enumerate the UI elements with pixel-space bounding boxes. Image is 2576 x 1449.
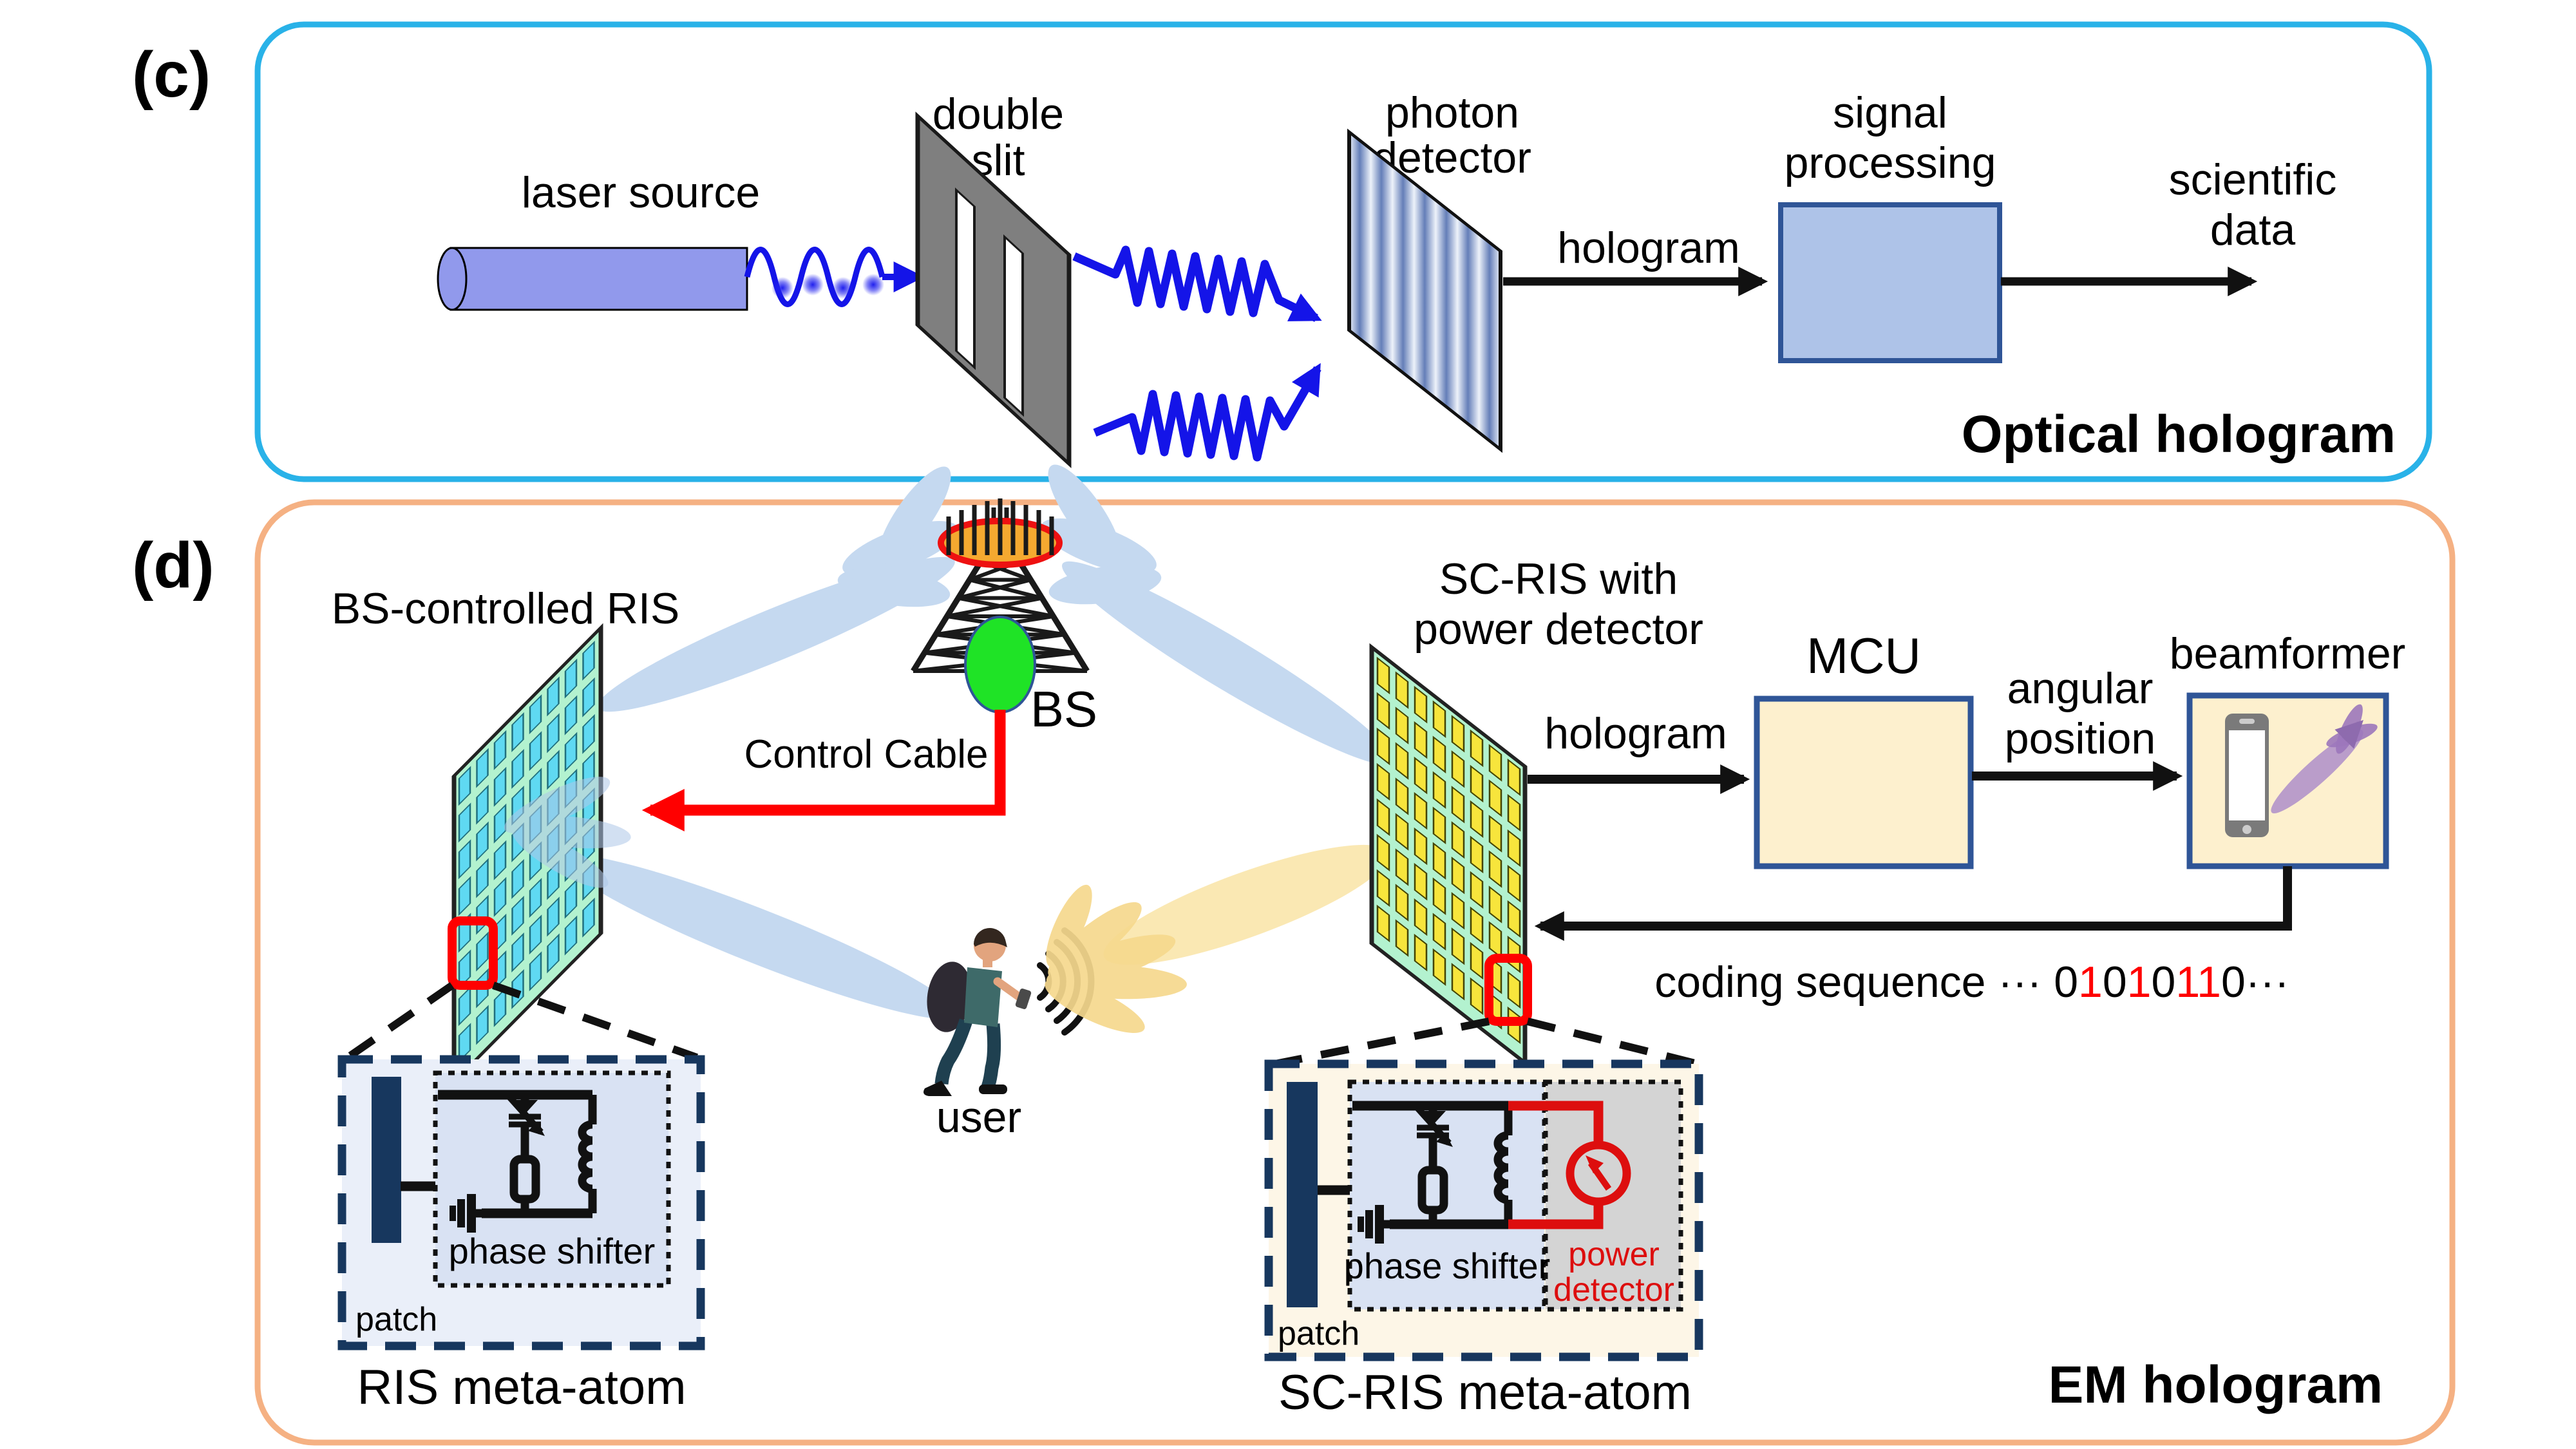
patch-bar-icon	[1287, 1082, 1318, 1307]
photon-detector-icon	[1347, 128, 1502, 453]
double-slit-icon	[915, 111, 1072, 469]
signal-processing-label-1: signal	[1833, 88, 1947, 137]
laser-source-icon	[437, 247, 748, 311]
sc-ris-meta-atom-caption: SC-RIS meta-atom	[1278, 1365, 1692, 1420]
beamformer-box	[2186, 692, 2389, 869]
bs-tower-icon	[911, 498, 1090, 714]
sc-ris-zoom-region	[1484, 954, 1532, 1026]
ris-zoom-line-right	[491, 981, 699, 1061]
ris-zoom-region	[448, 916, 498, 990]
angular-position-label-2: position	[2005, 714, 2155, 763]
em-hologram-caption: EM hologram	[2049, 1356, 2383, 1414]
phase-shifter-label: phase shifter	[1344, 1245, 1551, 1286]
ris-zoom-line-left	[345, 982, 455, 1061]
inductor-icon	[1493, 1131, 1509, 1204]
bs-label: BS	[1030, 681, 1097, 737]
sc-ris-label-2: power detector	[1414, 605, 1703, 654]
hologram-label-d: hologram	[1544, 709, 1727, 758]
panel-c-tag: (c)	[132, 39, 211, 111]
phase-shifter-circuit-icon	[438, 1090, 597, 1233]
panel-d-tag: (d)	[132, 529, 214, 601]
hologram-label-c: hologram	[1557, 223, 1740, 272]
control-cable-label: Control Cable	[744, 732, 988, 777]
sc-zoom-line-right	[1526, 1018, 1699, 1068]
double-slit-label-1: double	[933, 90, 1064, 138]
photon-wave-icon	[744, 247, 886, 307]
bs-green-node-icon	[964, 616, 1036, 714]
backpack-icon	[927, 961, 972, 1032]
inductor-icon	[578, 1120, 593, 1193]
mcu-label: MCU	[1806, 627, 1921, 684]
phase-shifter-label: phase shifter	[449, 1231, 656, 1271]
wave-arrow-lower	[1093, 363, 1321, 462]
photon-dots-icon	[772, 274, 884, 299]
power-detector-label-2: detector	[1553, 1271, 1674, 1309]
beamformer-label: beamformer	[2170, 629, 2406, 678]
mcu-box	[1754, 696, 1974, 869]
user-beam-yellow-icon	[1103, 844, 1389, 965]
patch-label: patch	[355, 1301, 437, 1338]
coding-feedback-line	[1534, 866, 2292, 941]
power-detector-label-1: power	[1568, 1236, 1660, 1273]
optical-panel-border	[254, 21, 2432, 482]
signal-processing-box	[1778, 202, 2002, 363]
sc-ris-meta-atom-inset: phase shifter power detector patch	[1264, 1059, 1703, 1361]
wave-arrow-upper	[1072, 245, 1322, 322]
patch-bar-icon	[372, 1077, 401, 1243]
ris-meta-atom-caption: RIS meta-atom	[357, 1360, 686, 1415]
ris-meta-atom-inset: phase shifter patch	[337, 1055, 705, 1350]
phase-shifter-circuit-icon	[1352, 1101, 1513, 1244]
user-phone-icon	[1015, 988, 1032, 1010]
ris-reflect-petals-icon	[504, 777, 631, 888]
control-cable-line	[641, 710, 1006, 831]
photon-detector-label-1: photon	[1385, 88, 1519, 137]
bs-controlled-ris-label: BS-controlled RIS	[332, 584, 679, 633]
hair-icon	[974, 928, 1007, 947]
sc-ris-label-1: SC-RIS with	[1439, 554, 1678, 603]
optical-hologram-caption: Optical hologram	[1962, 405, 2396, 464]
power-detector-circuit-icon	[1508, 1101, 1631, 1229]
user-beam-petals-icon	[1045, 884, 1187, 1033]
user-icon	[923, 928, 1032, 1096]
patch-label: patch	[1278, 1315, 1359, 1352]
scientific-data-label-1: scientific	[2169, 155, 2337, 204]
bs-beams-icon	[562, 464, 1394, 1019]
sc-zoom-line-left	[1274, 1018, 1490, 1068]
scientific-data-label-2: data	[2210, 205, 2296, 254]
power-meter-icon	[1566, 1141, 1631, 1206]
laser-source-label: laser source	[522, 168, 760, 217]
coding-sequence-label: coding sequence ··· 01010110···	[1654, 958, 2289, 1007]
signal-processing-label-2: processing	[1785, 138, 1996, 187]
angular-position-label-1: angular	[2007, 664, 2154, 713]
user-label: user	[936, 1093, 1021, 1142]
